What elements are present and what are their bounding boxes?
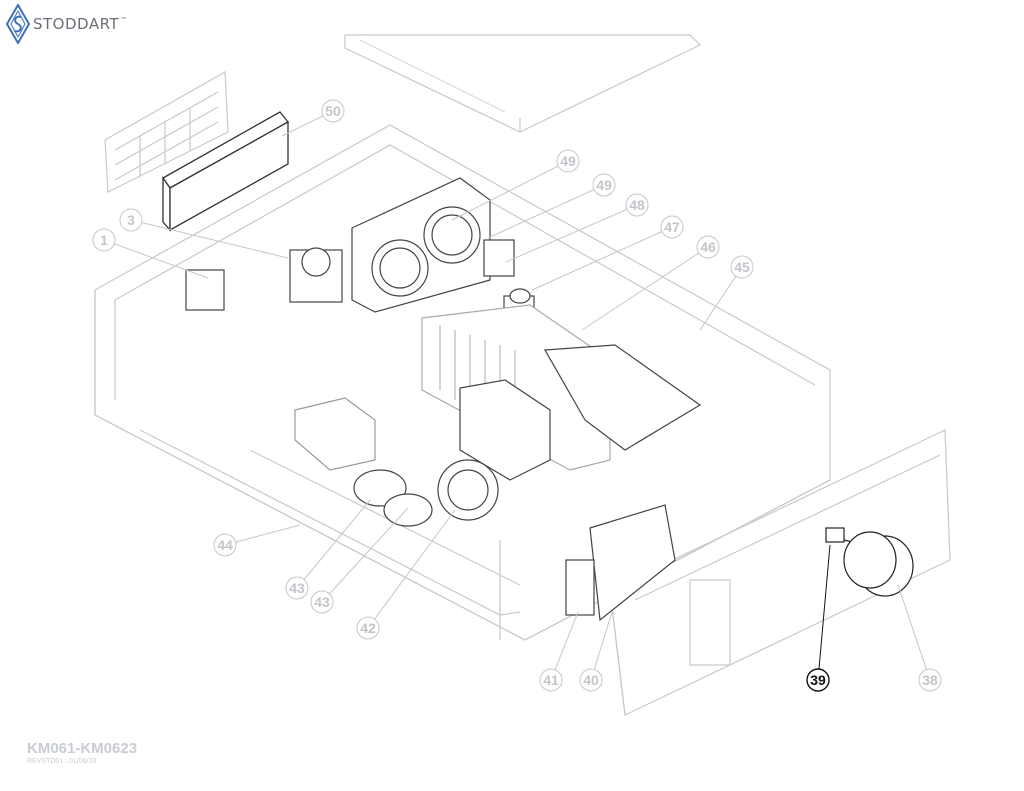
front-grille (104, 70, 229, 193)
callout-38: 38 (897, 584, 942, 692)
leader-line (224, 524, 301, 546)
top-lid-panel (344, 34, 702, 133)
callout-bubble (730, 255, 754, 279)
trademark-mark: ™ (120, 16, 128, 24)
leader-line (130, 219, 289, 259)
callout-bubble (696, 235, 720, 259)
callout-45: 45 (699, 255, 754, 331)
callout-bubble (285, 576, 309, 600)
leader-line (103, 239, 209, 279)
callout-number: 42 (360, 620, 376, 636)
callout-bubble (213, 533, 237, 557)
callout-bubble (625, 193, 649, 217)
callout-bubble (592, 173, 616, 197)
leader-line (321, 507, 409, 603)
callout-number: 39 (810, 672, 826, 688)
leader-line (367, 509, 456, 629)
leader-line (296, 499, 371, 589)
stoddart-logo-icon (6, 4, 30, 44)
filter-pad (162, 111, 289, 232)
callout-41: 41 (539, 611, 579, 692)
callout-number: 3 (127, 212, 135, 228)
leader-line (581, 246, 709, 331)
callout-48: 48 (505, 193, 649, 263)
callout-bubble (579, 668, 603, 692)
callout-1: 1 (92, 228, 209, 279)
leader-line (451, 160, 569, 221)
leader-line (817, 544, 831, 681)
model-number: KM061-KM0623 (27, 740, 138, 757)
callout-46: 46 (581, 235, 720, 331)
callout-bubble (556, 149, 580, 173)
callout-bubble (92, 228, 116, 252)
leader-line (897, 584, 931, 681)
callout-43: 43 (285, 499, 371, 600)
callout-number: 49 (596, 177, 612, 193)
callout-39: 39 (806, 544, 831, 692)
callout-50: 50 (281, 99, 345, 137)
callout-49: 49 (487, 173, 616, 239)
callout-number: 40 (583, 672, 599, 688)
leader-line (590, 611, 613, 681)
leader-line (487, 184, 605, 239)
callout-bubble (321, 99, 345, 123)
callout-number: 38 (922, 672, 938, 688)
internal-components (185, 177, 914, 622)
callout-42: 42 (356, 509, 456, 640)
callout-number: 44 (217, 537, 233, 553)
callout-number: 50 (325, 103, 341, 119)
callout-number: 41 (543, 672, 559, 688)
revision-code: REVSTD01 : 01/06/20 (27, 758, 97, 765)
callout-3: 3 (119, 208, 289, 259)
callout-40: 40 (579, 611, 613, 692)
leader-line (531, 226, 673, 291)
callout-number: 47 (664, 219, 680, 235)
callout-43: 43 (310, 507, 409, 614)
assembly-drawing (94, 34, 951, 716)
callout-49: 49 (451, 149, 580, 221)
callout-44: 44 (213, 524, 301, 557)
callout-number: 1 (100, 232, 108, 248)
callout-bubble (119, 208, 143, 232)
callout-number: 49 (560, 153, 576, 169)
callout-labels: 50 3 1 49 49 48 47 46 45 44 43 43 42 41 40 39 38 (92, 99, 942, 692)
callout-47: 47 (531, 215, 684, 291)
brand-name: STODDART (33, 15, 120, 33)
callout-number: 45 (734, 259, 750, 275)
front-control-panel (609, 429, 951, 716)
callout-bubble (310, 590, 334, 614)
callout-number: 48 (629, 197, 645, 213)
callout-bubble (356, 616, 380, 640)
callout-bubble (806, 668, 830, 692)
callout-number: 43 (289, 580, 305, 596)
callout-bubble (660, 215, 684, 239)
leader-line (550, 611, 579, 681)
leader-line (505, 204, 638, 263)
callout-bubble (539, 668, 563, 692)
leader-line (699, 266, 743, 331)
callout-bubble (918, 668, 942, 692)
callout-number: 43 (314, 594, 330, 610)
callout-number: 46 (700, 239, 716, 255)
